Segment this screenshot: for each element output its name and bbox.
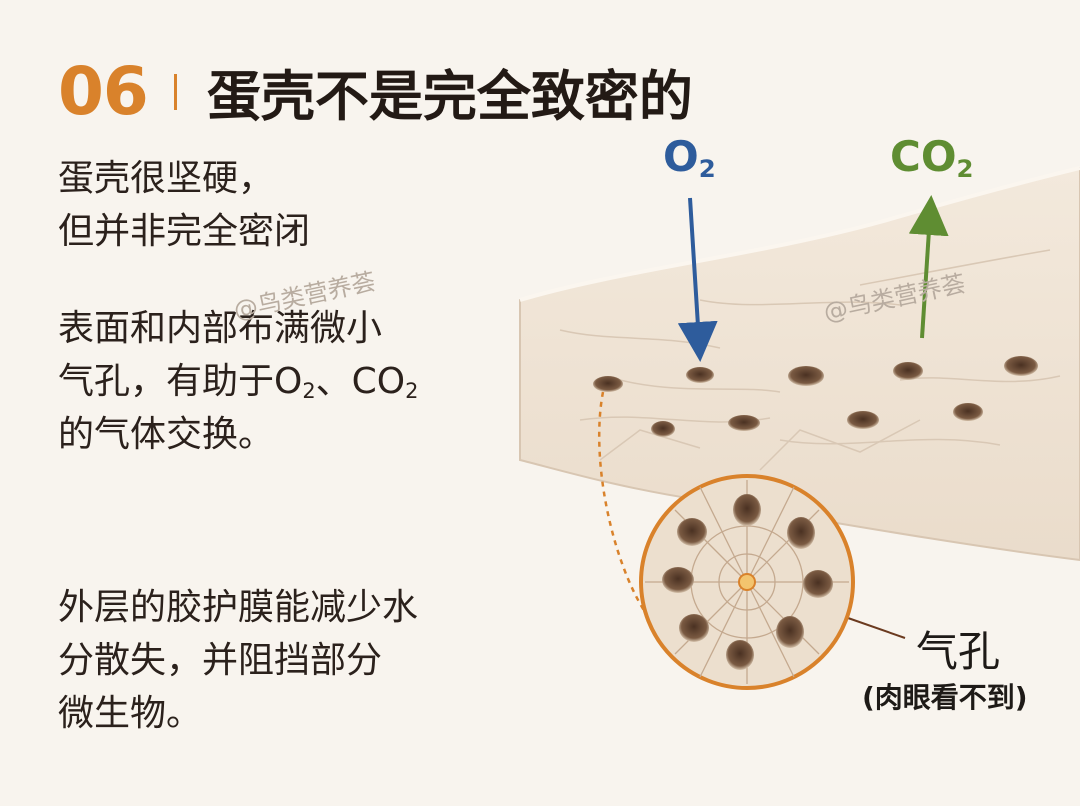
o2-arrow: [677, 197, 718, 362]
paragraph-cuticle: 外层的胶护膜能减少水 分散失，并阻挡部分 微生物。: [58, 581, 418, 740]
paragraph-line: 蛋壳很坚硬，: [58, 158, 275, 199]
paragraph-line: 外层的胶护膜能减少水: [58, 587, 419, 628]
text-segment: 气孔，有助于O: [58, 361, 303, 402]
section-number: 06: [58, 53, 149, 130]
paragraph-line: 表面和内部布满微小: [58, 308, 383, 349]
o2-subscript: 2: [698, 154, 716, 184]
paragraph-line: 的气体交换。: [58, 414, 275, 455]
pore-label-leader: [847, 617, 906, 639]
o2-base: O: [663, 132, 699, 181]
section-header: 06 蛋壳不是完全致密的: [58, 52, 693, 131]
paragraph-pores: 表面和内部布满微小 气孔，有助于O2、CO2 的气体交换。: [58, 302, 418, 461]
pore-note: (肉眼看不到): [862, 681, 1028, 714]
co2-base: CO: [890, 132, 957, 181]
o2-label: O2: [663, 132, 716, 181]
pore-zoom-circle: [639, 474, 855, 690]
co2-subscript: 2: [956, 154, 974, 184]
shell-texture-lines: [559, 249, 1061, 471]
subscript: 2: [405, 379, 419, 404]
pore-callout-line: [597, 391, 647, 613]
paragraph-hardness: 蛋壳很坚硬， 但并非完全密闭: [58, 152, 310, 258]
co2-arrow: [908, 195, 949, 339]
paragraph-line: 微生物。: [58, 693, 203, 734]
co2-label: CO2: [890, 132, 973, 181]
title-divider: [173, 73, 177, 110]
paragraph-line: 分散失，并阻挡部分: [58, 640, 383, 681]
shell-pores: [593, 356, 1038, 437]
page-title: 蛋壳不是完全致密的: [206, 65, 693, 128]
shell-rim-highlight: [519, 166, 1080, 302]
paragraph-line: 但并非完全密闭: [58, 211, 311, 252]
paragraph-line: 气孔，有助于O2、CO2: [58, 355, 418, 408]
text-segment: 、CO: [315, 361, 406, 402]
subscript: 2: [302, 379, 316, 404]
pore-label: 气孔: [916, 627, 1001, 676]
